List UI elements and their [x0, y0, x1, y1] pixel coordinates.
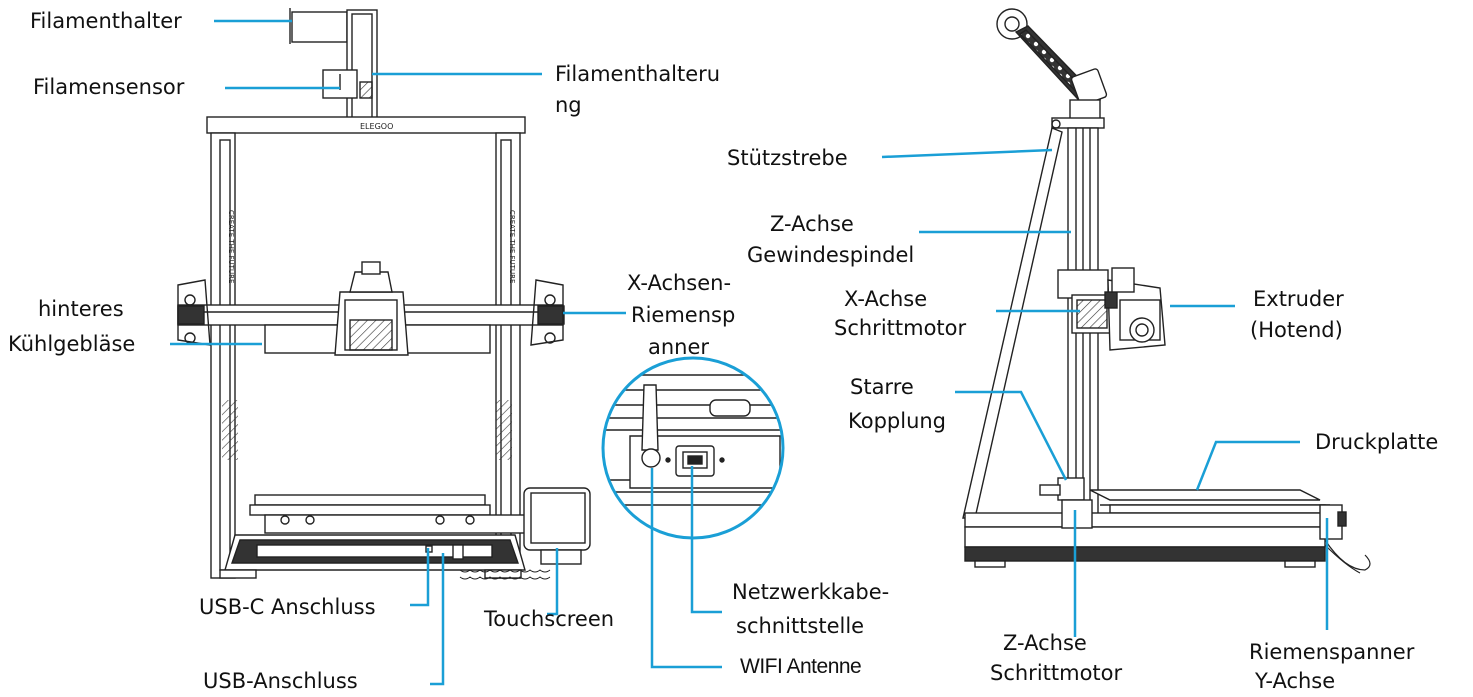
label-filament-holder-mount-2: ng [555, 93, 582, 117]
frame-text-left: CREATE THE FUTURE [227, 210, 235, 283]
label-rigid-coupling-1: Starre [850, 375, 914, 399]
label-y-belt-tensioner-2: Y-Achse [1255, 669, 1336, 693]
label-network-port-1: Netzwerkkabe- [732, 580, 890, 604]
label-x-stepper-2: Schrittmotor [834, 316, 967, 340]
label-z-lead-screw-1: Z-Achse [770, 212, 854, 236]
label-x-belt-tensioner-3: anner [648, 335, 710, 359]
leader-lines [170, 19, 1329, 686]
label-filament-holder-mount-1: Filamenthalteru [555, 62, 721, 86]
label-filament-holder: Filamenthalter [30, 9, 182, 33]
port-magnifier [601, 356, 785, 540]
label-rear-fan-1: hinteres [38, 297, 124, 321]
side-view-printer [962, 8, 1371, 574]
label-usb-port: USB-Anschluss [203, 669, 358, 693]
label-network-port-2: schnittstelle [736, 614, 865, 638]
label-x-stepper-1: X-Achse [844, 287, 928, 311]
label-extruder-1: Extruder [1253, 287, 1344, 311]
label-extruder-2: (Hotend) [1250, 318, 1343, 342]
label-rear-fan-2: Kühlgebläse [8, 332, 136, 356]
frame-text-right: CREATE THE FUTURE [508, 210, 516, 283]
label-z-lead-screw-2: Gewindespindel [747, 243, 915, 267]
label-wifi-antenna: WIFI Antenne [740, 655, 862, 678]
label-rigid-coupling-2: Kopplung [848, 409, 947, 433]
label-z-stepper-2: Schrittmotor [990, 661, 1123, 685]
label-x-belt-tensioner-1: X-Achsen- [627, 271, 732, 295]
label-y-belt-tensioner-1: Riemenspanner [1249, 640, 1415, 664]
label-z-stepper-1: Z-Achse [1003, 631, 1087, 655]
label-support-strut: Stützstrebe [727, 146, 848, 170]
front-view-printer: ELEGOO CREATE THE FUTURE CREATE THE FUTU… [177, 8, 591, 580]
label-x-belt-tensioner-2: Riemensp [631, 303, 736, 327]
label-touchscreen: Touchscreen [484, 607, 615, 631]
label-print-bed: Druckplatte [1315, 430, 1439, 454]
label-usb-c-port: USB-C Anschluss [199, 595, 376, 619]
brand-logo-text: ELEGOO [360, 122, 393, 131]
label-filament-sensor: Filamensensor [33, 75, 185, 99]
